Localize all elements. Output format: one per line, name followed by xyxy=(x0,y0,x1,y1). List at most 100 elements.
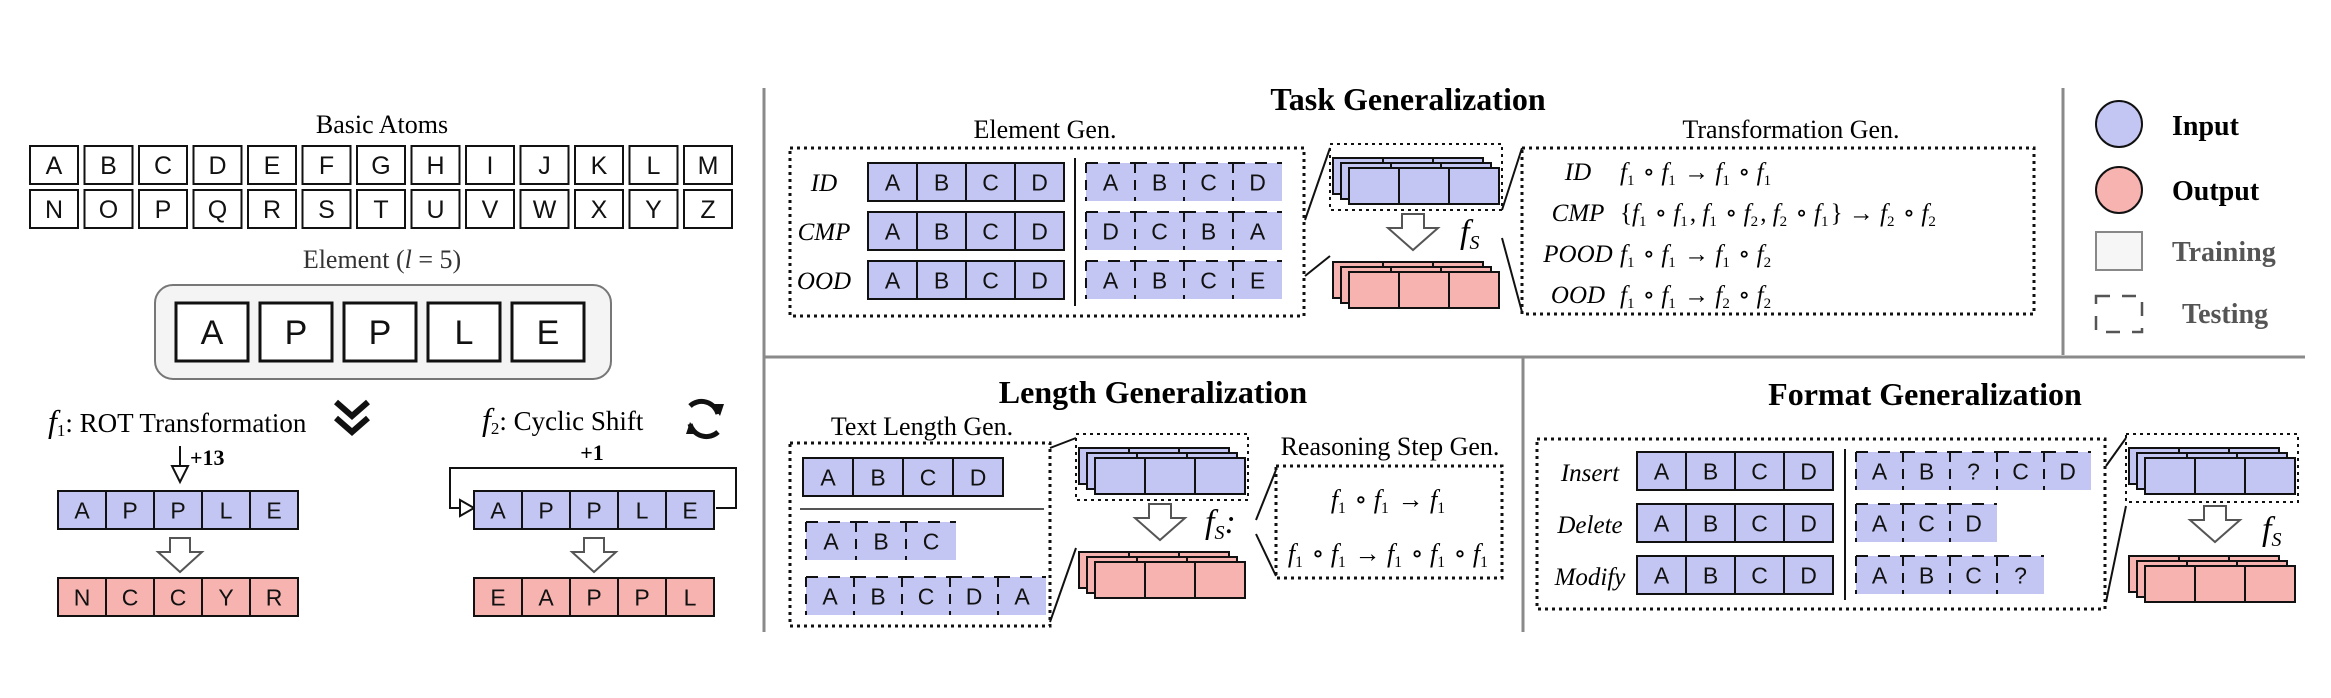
f1-down-arrow xyxy=(155,537,205,574)
text-length-test-cell-bg xyxy=(950,577,998,615)
element-gen-input-cell: D xyxy=(1031,218,1048,244)
element-gen-input-outline xyxy=(867,260,1065,300)
element-gen-input-cell: C xyxy=(982,267,999,293)
atom-cell-box xyxy=(29,189,79,229)
format-input-cell: B xyxy=(1703,562,1718,588)
element-letter-box xyxy=(342,301,418,363)
f2-cycle-arrowhead xyxy=(459,498,477,518)
f2-output-cell: E xyxy=(490,584,505,610)
format-output-cell: A xyxy=(1872,510,1888,536)
format-title: Format Generalization xyxy=(1768,376,2082,412)
format-input-outline xyxy=(1636,503,1834,543)
f1-output-outline xyxy=(57,577,299,617)
length-input-stack-cell xyxy=(1194,457,1246,495)
format-input-cell: A xyxy=(1654,458,1670,484)
format-input-cell: D xyxy=(1800,458,1817,484)
text-length-test-cell-bg xyxy=(854,577,902,615)
task-input-stack-cell xyxy=(1398,167,1450,205)
f2-input-outline xyxy=(473,490,715,530)
format-output-cell-bg xyxy=(1856,452,1903,490)
format-row-label: Insert xyxy=(1560,460,1620,487)
task-input-stack xyxy=(1332,157,1500,205)
text-length-test-cell: B xyxy=(870,583,885,609)
f2-input-cell-box xyxy=(521,490,571,530)
element-gen-output-cell: D xyxy=(1102,218,1119,244)
atom-cell-box xyxy=(247,145,297,185)
f2-down-arrow xyxy=(569,537,619,574)
element-gen-output-cell-bg xyxy=(1086,212,1135,250)
element-gen-output-cell: D xyxy=(1249,169,1266,195)
legend-testing-swatch xyxy=(2094,294,2144,334)
atom-cell: X xyxy=(591,196,608,224)
element-gen-output-cell: A xyxy=(1103,169,1119,195)
element-letter: P xyxy=(369,314,392,352)
element-gen-input-cell: C xyxy=(982,218,999,244)
length-output-stack xyxy=(1078,551,1246,599)
task-output-stack-cell xyxy=(1398,271,1450,309)
format-input-cell: C xyxy=(1751,458,1768,484)
atom-cell-box xyxy=(356,189,406,229)
transformation-row-expr: {f1 ∘ f1 , f1 ∘ f2 , f2 ∘ f1 } → f2 ∘ f2 xyxy=(1620,200,1938,230)
element-gen-output-cell-bg xyxy=(1233,163,1282,201)
element-gen-input-cell: B xyxy=(934,218,949,244)
format-input-cell: B xyxy=(1703,458,1718,484)
element-gen-output-cell-bg xyxy=(1086,163,1135,201)
text-length-box xyxy=(788,441,1052,628)
format-output-cell-bg xyxy=(1997,452,2044,490)
cyclic-refresh-icon xyxy=(686,398,724,440)
legend-input-swatch xyxy=(2095,100,2143,148)
f1-output-cell: Y xyxy=(218,584,233,610)
transform-zoom-line-top xyxy=(1501,147,1523,211)
format-output-cell-bg xyxy=(1903,556,1950,594)
element-gen-input-outline xyxy=(867,162,1065,202)
format-output-cell: ? xyxy=(2014,562,2027,588)
atom-cell-box xyxy=(356,145,406,185)
element-gen-input-cell: B xyxy=(934,169,949,195)
element-letter-box xyxy=(258,301,334,363)
task-input-stack-box xyxy=(1329,143,1503,211)
length-output-stack-cell xyxy=(1194,561,1246,599)
format-output-cell-bg xyxy=(1856,504,1903,542)
legend-testing-label: Testing xyxy=(2182,299,2268,330)
atom-cell: J xyxy=(538,152,551,180)
atom-cell-box xyxy=(465,189,515,229)
text-length-train-cell: C xyxy=(920,464,937,490)
text-length-test-cell: B xyxy=(873,528,888,554)
text-length-test-cell-bg xyxy=(906,522,956,560)
format-input-cell: D xyxy=(1800,562,1817,588)
atom-cell: C xyxy=(154,152,172,180)
task-fs-label: fS xyxy=(1460,214,1479,254)
element-letter: A xyxy=(201,314,224,352)
format-output-cell: D xyxy=(2059,458,2076,484)
atom-cell: K xyxy=(591,152,608,180)
atom-cell-box xyxy=(301,145,352,185)
f2-cycle-arrow xyxy=(449,467,737,509)
element-gen-output-cell-bg xyxy=(1184,163,1233,201)
atom-cell: W xyxy=(533,196,557,224)
atom-cell-box xyxy=(83,145,134,185)
task-zoom-line-bottom xyxy=(1304,255,1331,277)
format-output-stack-cell xyxy=(2194,565,2246,603)
element-gen-output-cell: C xyxy=(1200,169,1217,195)
f1-output-cell: N xyxy=(74,584,91,610)
length-input-stack-cell xyxy=(1144,457,1196,495)
length-fs-label: fS: xyxy=(1205,504,1236,544)
legend-training-label: Training xyxy=(2172,237,2276,268)
task-output-stack xyxy=(1332,261,1500,309)
transformation-row-expr: f1 ∘ f1 → f2 ∘ f2 xyxy=(1620,282,1773,312)
format-input-outline xyxy=(1636,555,1834,595)
reason-zoom-line-bottom xyxy=(1255,533,1277,577)
f1-input-outline xyxy=(57,490,299,530)
atom-cell-box xyxy=(574,189,624,229)
atom-cell-box xyxy=(410,145,461,185)
format-input-cell: C xyxy=(1751,510,1768,536)
element-letter-box xyxy=(426,301,502,363)
length-output-stack-cell xyxy=(1144,561,1196,599)
element-gen-input-cell-box xyxy=(965,260,1016,300)
atom-cell: V xyxy=(482,196,499,224)
length-output-stack-cell xyxy=(1094,561,1146,599)
element-gen-input-cell: A xyxy=(885,169,901,195)
f1-output-cell: C xyxy=(122,584,139,610)
f2-output-cell: A xyxy=(538,584,554,610)
